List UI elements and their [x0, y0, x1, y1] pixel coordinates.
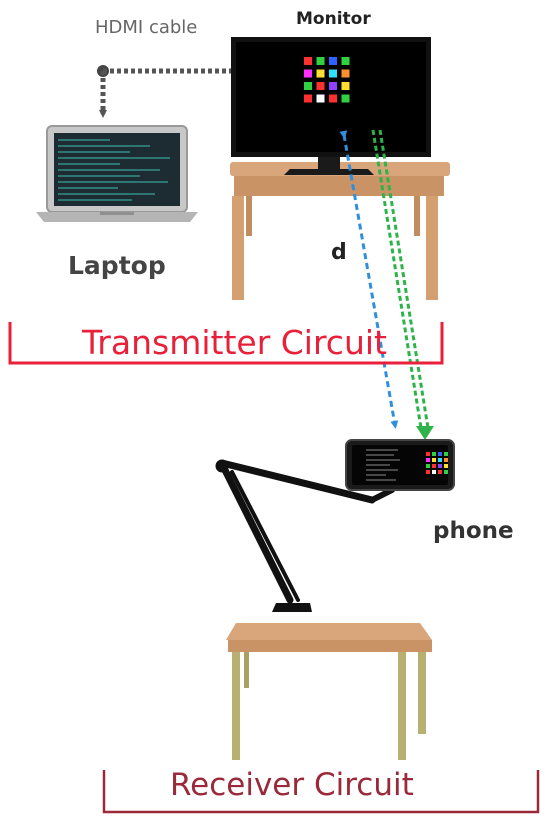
phone-led-0-3	[444, 452, 448, 456]
hdmi-cable-label: HDMI cable	[95, 17, 198, 38]
phone-led-1-1	[432, 458, 436, 462]
laptop-label: Laptop	[68, 251, 166, 280]
phone-led-3-3	[444, 470, 448, 474]
hdmi-cable	[97, 65, 236, 118]
distance-arrow	[339, 130, 399, 429]
phone-led-2-2	[438, 464, 442, 468]
phone-icon	[345, 439, 455, 491]
monitor-led-0-2	[329, 57, 337, 65]
monitor-led-0-0	[304, 57, 312, 65]
monitor-led-3-3	[341, 94, 350, 103]
monitor-led-3-2	[329, 94, 337, 103]
phone-led-1-3	[444, 458, 448, 462]
monitor-led-0-1	[316, 57, 325, 65]
phone-led-1-2	[438, 458, 442, 462]
transmitter-table	[230, 162, 450, 300]
distance-label: d	[331, 240, 347, 265]
phone-led-0-0	[426, 452, 430, 456]
monitor-led-0-3	[341, 57, 350, 65]
monitor-label: Monitor	[296, 9, 371, 29]
receiver-table	[226, 623, 432, 760]
monitor-led-2-3	[341, 82, 350, 90]
phone-led-1-0	[426, 458, 430, 462]
receiver-circuit-label: Receiver Circuit	[170, 767, 414, 803]
phone-label: phone	[433, 518, 514, 544]
phone-led-2-0	[426, 464, 430, 468]
phone-led-preview	[426, 452, 448, 474]
phone-led-3-1	[432, 470, 436, 474]
monitor-led-2-0	[304, 82, 312, 90]
monitor-led-3-0	[304, 94, 312, 103]
phone-led-2-1	[432, 464, 436, 468]
monitor-led-2-2	[329, 82, 337, 90]
monitor-led-3-1	[316, 94, 325, 103]
laptop-icon	[36, 125, 198, 222]
phone-led-3-0	[426, 470, 430, 474]
phone-led-3-2	[438, 470, 442, 474]
phone-arm-stand	[215, 459, 395, 612]
phone-led-2-3	[444, 464, 448, 468]
transmitter-bracket	[8, 322, 444, 365]
light-path-arrow	[371, 129, 434, 440]
monitor-led-1-3	[341, 69, 350, 78]
monitor-led-1-1	[316, 69, 325, 78]
led-array	[304, 57, 350, 103]
monitor-led-2-1	[316, 82, 325, 90]
phone-led-0-1	[432, 452, 436, 456]
phone-led-0-2	[438, 452, 442, 456]
monitor-led-1-2	[329, 69, 337, 78]
monitor-led-1-0	[304, 69, 312, 78]
monitor-icon	[231, 37, 431, 175]
receiver-bracket	[102, 770, 540, 814]
transmitter-circuit-label: Transmitter Circuit	[82, 323, 387, 362]
